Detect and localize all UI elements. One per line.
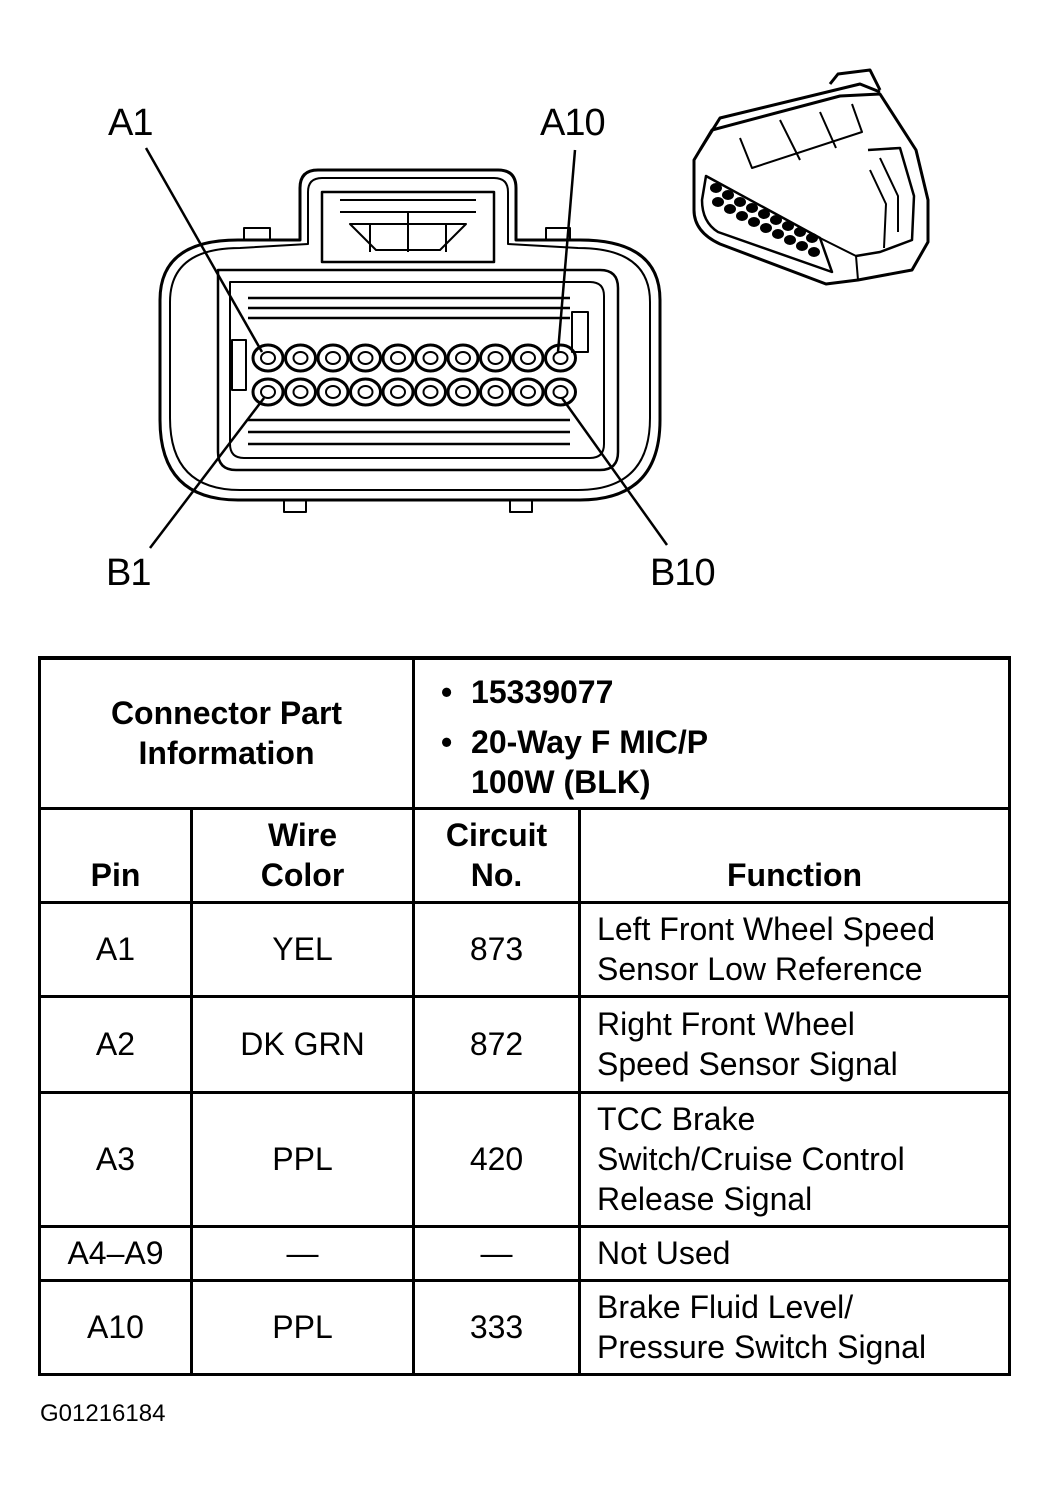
pin-cavity-b9	[511, 377, 545, 407]
leader-a10	[556, 149, 577, 353]
pin-cavity-a6	[414, 343, 447, 373]
connector-face-view	[158, 168, 662, 513]
cell-pin: A10	[38, 1278, 193, 1376]
pin-cavity-a9	[511, 343, 545, 373]
pin-cavity-a3	[316, 343, 350, 373]
connector-info-header: Connector Part Information	[37, 656, 416, 810]
pin-terminal-a6	[422, 351, 439, 365]
pin-cavity-b8	[479, 377, 512, 407]
pin-leader-lines	[144, 147, 669, 549]
connector-info-values: 15339077 20-Way F MIC/P 100W (BLK)	[412, 656, 1012, 810]
cell-circuit: 873	[412, 900, 582, 998]
cell-function: Not Used	[578, 1224, 1012, 1282]
pin-label-a10: A10	[540, 102, 606, 144]
table-row: A2 DK GRN 872 Right Front Wheel Speed Se…	[38, 994, 1012, 1094]
col-header-wire-color: Wire Color	[189, 806, 416, 904]
table-row: A1 YEL 873 Left Front Wheel Speed Sensor…	[38, 900, 1012, 998]
pin-terminal-a3	[325, 351, 341, 365]
cell-wire-color: PPL	[189, 1278, 416, 1376]
pin-terminal-a1	[260, 351, 276, 365]
table-row: A3 PPL 420 TCC Brake Switch/Cruise Contr…	[38, 1090, 1012, 1228]
cell-circuit: 872	[412, 994, 582, 1094]
col-header-function: Function	[578, 806, 1012, 904]
cell-function: Left Front Wheel Speed Sensor Low Refere…	[578, 900, 1012, 998]
pin-cavity-a2	[284, 343, 317, 373]
cell-function: TCC Brake Switch/Cruise Control Release …	[578, 1090, 1012, 1228]
pin-terminal-b4	[357, 385, 374, 399]
cell-wire-color: YEL	[189, 900, 416, 998]
pin-cavity-b7	[446, 377, 480, 407]
pin-cavity-b1	[251, 377, 285, 407]
pin-label-b1: B1	[106, 552, 151, 594]
info-item-connector-type: 20-Way F MIC/P 100W (BLK)	[441, 722, 1008, 802]
pin-terminal-a4	[357, 351, 374, 365]
cell-pin: A3	[38, 1090, 193, 1228]
cell-function: Brake Fluid Level/ Pressure Switch Signa…	[578, 1278, 1012, 1376]
pin-cavity-a4	[349, 343, 382, 373]
pin-terminal-b3	[325, 385, 341, 399]
perspective-pin-row	[710, 183, 820, 257]
connector-pinout-table: Connector Part Information 15339077 20-W…	[37, 656, 1012, 1376]
pin-terminal-a8	[487, 351, 504, 365]
pin-terminal-a5	[390, 351, 406, 365]
pin-terminal-b8	[487, 385, 504, 399]
cell-circuit: —	[412, 1224, 582, 1282]
pin-cavity-b6	[414, 377, 447, 407]
pin-label-b10: B10	[650, 552, 716, 594]
cell-circuit: 333	[412, 1278, 582, 1376]
pin-cavity-a5	[381, 343, 415, 373]
pin-cavity-a7	[446, 343, 480, 373]
pin-cavity-b2	[284, 377, 317, 407]
leader-b10	[560, 397, 669, 546]
cell-pin: A4–A9	[38, 1224, 193, 1282]
pin-label-a1: A1	[108, 102, 153, 144]
column-header-row: Pin Wire Color Circuit No. Function	[38, 806, 1012, 904]
pin-terminal-a2	[292, 351, 309, 365]
pin-cavity-a1	[251, 343, 285, 373]
pin-terminal-a10	[552, 351, 569, 365]
cell-function: Right Front Wheel Speed Sensor Signal	[578, 994, 1012, 1094]
pin-terminal-a9	[520, 351, 536, 365]
pin-terminal-b5	[390, 385, 406, 399]
pin-terminal-b6	[422, 385, 439, 399]
pin-cavity-a8	[479, 343, 512, 373]
leader-b1	[149, 397, 265, 549]
info-header-line2: Information	[138, 735, 315, 772]
pin-terminal-b9	[520, 385, 536, 399]
col-header-pin: Pin	[38, 806, 193, 904]
info-item-part-number: 15339077	[441, 672, 1008, 712]
info-header-line1: Connector Part	[110, 695, 343, 732]
pin-cavity-grid	[251, 343, 577, 407]
figure-id: G01216184	[40, 1400, 166, 1427]
pin-cavity-a10	[544, 343, 577, 373]
pin-terminal-b1	[260, 385, 276, 399]
cell-wire-color: —	[189, 1224, 416, 1282]
pin-terminal-a7	[455, 351, 471, 365]
pin-terminal-b7	[455, 385, 471, 399]
cell-wire-color: DK GRN	[189, 994, 416, 1094]
pin-cavity-b3	[316, 377, 350, 407]
cell-wire-color: PPL	[189, 1090, 416, 1228]
cell-circuit: 420	[412, 1090, 582, 1228]
connector-diagram	[144, 68, 930, 549]
cell-pin: A1	[38, 900, 193, 998]
pin-cavity-b5	[381, 377, 415, 407]
table-row: A4–A9 — — Not Used	[38, 1224, 1012, 1282]
table-row: A10 PPL 333 Brake Fluid Level/ Pressure …	[38, 1278, 1012, 1376]
connector-perspective-view	[692, 68, 930, 286]
pin-cavity-b10	[544, 377, 577, 407]
pin-cavity-b4	[349, 377, 382, 407]
connector-info-row: Connector Part Information 15339077 20-W…	[37, 656, 1012, 810]
pin-terminal-b10	[552, 385, 569, 399]
cell-pin: A2	[38, 994, 193, 1094]
pin-terminal-b2	[292, 385, 309, 399]
col-header-circuit: Circuit No.	[412, 806, 582, 904]
leader-a1	[144, 147, 264, 353]
